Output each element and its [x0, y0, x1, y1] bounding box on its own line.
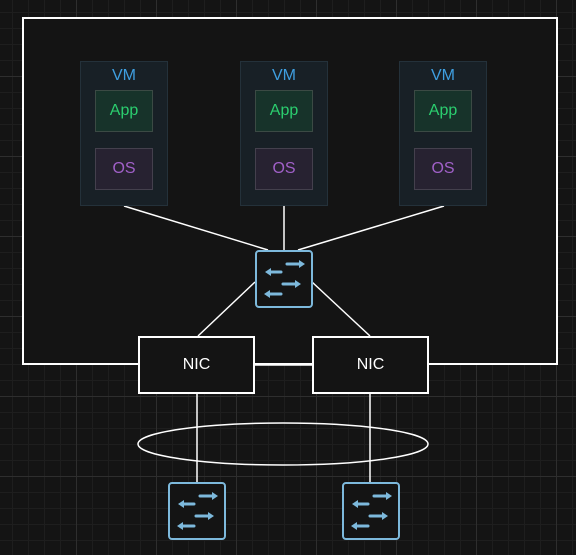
link-vswitch-nic2	[311, 281, 371, 337]
vm-label: VM	[431, 67, 455, 84]
bond-ellipse	[137, 422, 429, 466]
os-box: OS	[95, 148, 153, 190]
vm-3: VM App OS	[399, 61, 487, 206]
os-box: OS	[414, 148, 472, 190]
physical-switch-2	[342, 482, 400, 540]
link-vm3-vswitch	[297, 205, 445, 251]
vm-1: VM App OS	[80, 61, 168, 206]
switch-icon	[177, 492, 218, 530]
link-vswitch-nic1	[197, 281, 256, 337]
switch-icon	[351, 492, 392, 530]
nic-1: NIC	[138, 336, 255, 394]
os-box: OS	[255, 148, 313, 190]
vm-2: VM App OS	[240, 61, 328, 206]
link-vm1-vswitch	[123, 205, 269, 251]
app-box: App	[95, 90, 153, 132]
switch-icon	[264, 260, 305, 298]
vm-label: VM	[112, 67, 136, 84]
physical-switch-1	[168, 482, 226, 540]
app-box: App	[255, 90, 313, 132]
app-box: App	[414, 90, 472, 132]
nic-2: NIC	[312, 336, 429, 394]
vm-label: VM	[272, 67, 296, 84]
virtual-switch	[255, 250, 313, 308]
